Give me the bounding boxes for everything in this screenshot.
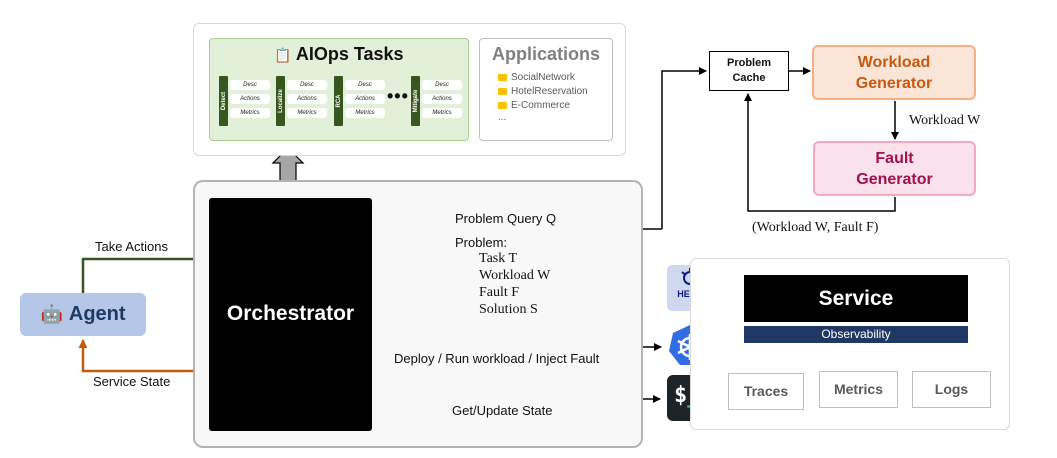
take-actions-arrow — [81, 254, 206, 293]
problem-query-label: Problem Query Q — [455, 211, 557, 226]
chip-metrics: Metrics — [230, 108, 270, 118]
metrics-box: Metrics — [819, 371, 898, 408]
problem-line: Task T — [479, 251, 518, 266]
get-update-label: Get/Update State — [452, 403, 553, 418]
folder-icon — [498, 74, 507, 81]
stage-bar-localize: Localize — [276, 76, 285, 126]
traces-box: Traces — [728, 373, 804, 410]
chip-actions: Actions — [287, 94, 327, 104]
observability-bar: Observability — [744, 326, 968, 343]
chip-desc: Desc — [230, 80, 270, 90]
problem-line: Workload W — [479, 268, 551, 283]
robot-icon: 🤖 — [40, 304, 63, 324]
app-item: E-Commerce — [498, 100, 570, 111]
service-state-label: Service State — [93, 374, 171, 389]
stage-bar-mitigate: Mitigate — [411, 76, 420, 126]
folder-icon — [498, 88, 507, 95]
more-stages-ellipsis: ••• — [387, 86, 409, 106]
stage-bar-rca: RCA — [334, 76, 343, 126]
clipboard-icon: 📋 — [274, 47, 292, 63]
deploy-label: Deploy / Run workload / Inject Fault — [394, 351, 600, 366]
aiops-tasks-title: 📋AIOps Tasks — [274, 44, 404, 64]
chip-desc: Desc — [345, 80, 385, 90]
chip-desc: Desc — [422, 80, 462, 90]
chip-actions: Actions — [230, 94, 270, 104]
app-item: HotelReservation — [498, 86, 588, 97]
take-actions-label: Take Actions — [95, 239, 168, 254]
app-item: SocialNetwork — [498, 72, 575, 83]
agent-label: Agent — [68, 303, 126, 325]
agent-box: 🤖 Agent — [20, 293, 146, 336]
problem-line: Solution S — [479, 302, 538, 317]
applications-title: Applications — [491, 44, 600, 64]
app-more: ... — [498, 112, 507, 123]
chip-desc: Desc — [287, 80, 327, 90]
folder-icon — [498, 102, 507, 109]
chip-metrics: Metrics — [345, 108, 385, 118]
orchestrator-label: Orchestrator — [226, 302, 355, 325]
fault-to-cache-arrow — [744, 93, 896, 212]
problem-query-line — [661, 67, 707, 229]
chip-actions: Actions — [422, 94, 462, 104]
workload-fault-label: (Workload W, Fault F) — [752, 220, 879, 235]
service-box: Service — [744, 275, 968, 322]
problem-header: Problem: — [455, 235, 508, 250]
chip-metrics: Metrics — [287, 108, 327, 118]
chip-actions: Actions — [345, 94, 385, 104]
service-state-arrow — [78, 339, 207, 373]
logs-box: Logs — [912, 371, 991, 408]
problem-line: Fault F — [479, 285, 520, 300]
workload-w-label: Workload W — [909, 113, 981, 128]
chip-metrics: Metrics — [422, 108, 462, 118]
stage-bar-detect: Detect — [219, 76, 228, 126]
orchestrator-box: Orchestrator — [209, 198, 372, 431]
